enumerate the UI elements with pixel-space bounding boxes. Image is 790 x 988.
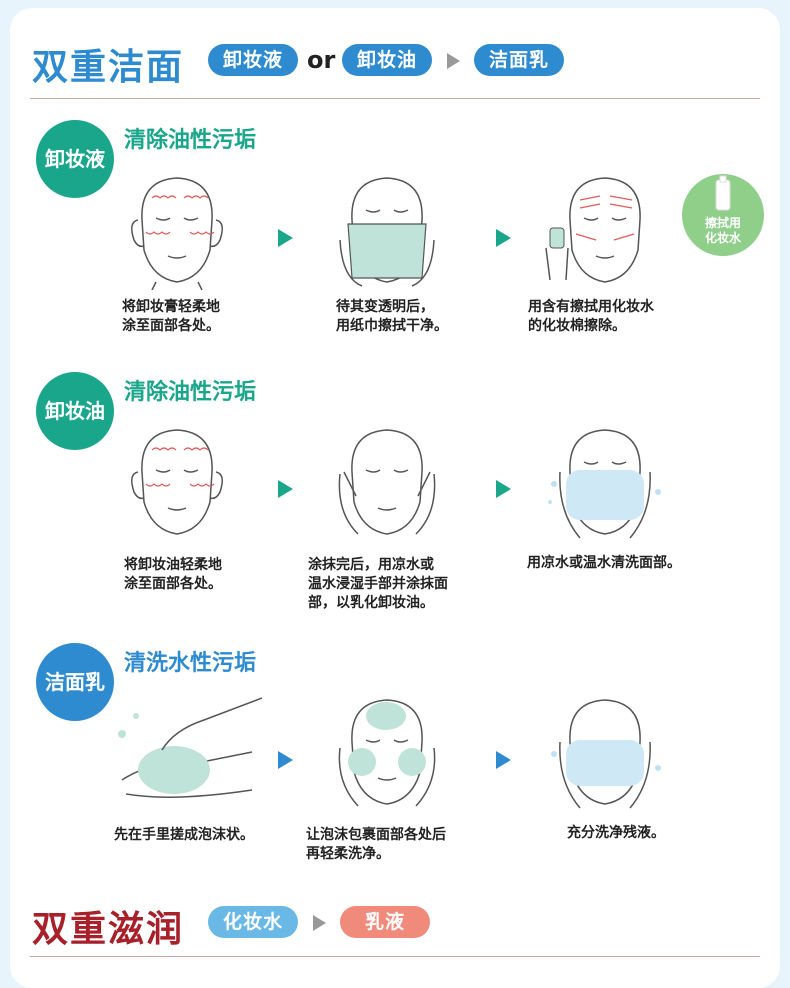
step-text: 让泡沫包裹面部各处后 再轻柔洗净。 bbox=[306, 827, 446, 862]
section-title: 清除油性污垢 bbox=[124, 380, 257, 405]
face-illustration-apply bbox=[131, 177, 223, 290]
face-illustration-apply-oil bbox=[131, 429, 223, 535]
step-text: 充分洗净残液。 bbox=[567, 825, 665, 841]
arrow-right-icon bbox=[313, 915, 326, 931]
face-illustration-rinse bbox=[548, 429, 661, 539]
step-arrow-icon bbox=[278, 480, 293, 498]
wipe-toner-label: 擦拭用 化妆水 bbox=[704, 216, 741, 245]
step-text: 将卸妆油轻柔地 涂至面部各处。 bbox=[124, 557, 222, 592]
section-badge-face-wash: 洁面乳 bbox=[36, 643, 114, 721]
wipe-toner-badge: 擦拭用 化妆水 bbox=[682, 174, 764, 256]
pill-cleansing-oil: 卸妆油 bbox=[342, 44, 432, 76]
step-text: 用含有擦拭用化妆水 的化妆棉擦除。 bbox=[528, 299, 654, 334]
arrow-right-icon bbox=[447, 53, 460, 69]
face-illustration-tissue bbox=[339, 177, 435, 287]
pill-face-wash: 洁面乳 bbox=[474, 44, 564, 76]
pill-cleansing-liquid: 卸妆液 bbox=[208, 44, 298, 76]
step-arrow-icon bbox=[278, 751, 293, 769]
section-title: 清洗水性污垢 bbox=[124, 651, 257, 676]
divider bbox=[30, 956, 760, 957]
face-illustration-foam bbox=[338, 699, 436, 807]
step-text: 涂抹完后，用凉水或 温水浸湿手部并涂抹面 部，以乳化卸妆油。 bbox=[308, 557, 448, 611]
step-arrow-icon bbox=[278, 229, 293, 247]
divider bbox=[30, 98, 760, 99]
face-illustration-rinse-final bbox=[551, 699, 661, 809]
step-text: 将卸妆膏轻柔地 涂至面部各处。 bbox=[122, 299, 220, 334]
step-text: 用凉水或温水清洗面部。 bbox=[527, 555, 681, 571]
pill-lotion: 乳液 bbox=[340, 906, 430, 938]
face-illustration-cotton bbox=[545, 177, 641, 283]
section-badge-cleansing-liquid: 卸妆液 bbox=[36, 120, 114, 198]
moisturize-title: 双重滋润 bbox=[32, 909, 185, 950]
step-text: 先在手里搓成泡沫状。 bbox=[114, 827, 254, 843]
step-arrow-icon bbox=[496, 751, 511, 769]
section-title: 清除油性污垢 bbox=[124, 128, 257, 153]
step-arrow-icon bbox=[496, 480, 511, 498]
section-badge-cleansing-oil: 卸妆油 bbox=[36, 372, 114, 450]
or-text: or bbox=[307, 46, 336, 74]
hands-lather-illustration bbox=[118, 697, 262, 798]
pill-toner: 化妆水 bbox=[208, 906, 298, 938]
step-text: 待其变透明后， 用纸巾擦拭干净。 bbox=[336, 299, 448, 334]
step-arrow-icon bbox=[496, 229, 511, 247]
face-illustration-emulsify bbox=[338, 429, 436, 535]
page-title: 双重洁面 bbox=[32, 47, 185, 88]
